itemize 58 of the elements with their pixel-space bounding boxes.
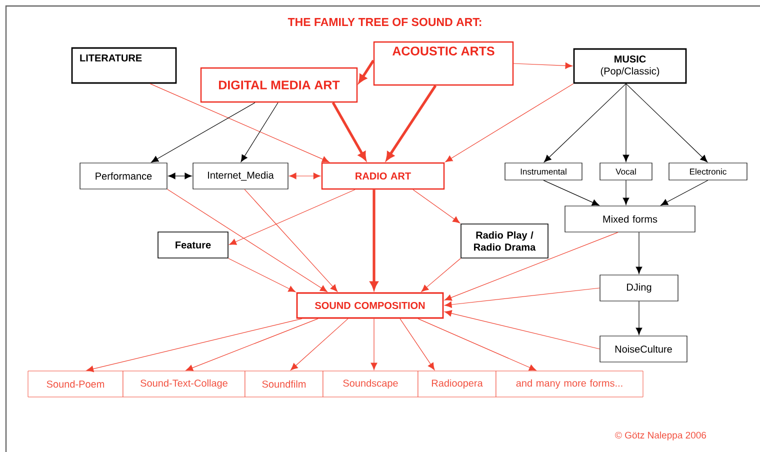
arrow xyxy=(444,310,600,350)
form-box: Sound-Text-Collage xyxy=(122,370,246,398)
arrow xyxy=(622,180,630,205)
title: THE FAMILY TREE OF SOUND ART: xyxy=(288,18,482,26)
arrow xyxy=(167,189,328,292)
arrow xyxy=(240,102,278,162)
arrow xyxy=(229,189,356,245)
arrow xyxy=(370,190,378,290)
arrow xyxy=(386,84,437,160)
arrow xyxy=(86,318,302,372)
arrow xyxy=(150,83,330,162)
arrow xyxy=(444,288,600,308)
arrow xyxy=(418,318,536,371)
arrow xyxy=(544,83,626,162)
category-box: DIGITAL MEDIA ART xyxy=(200,67,358,103)
category-box: Performance xyxy=(80,162,168,190)
form-box: Sound-Poem xyxy=(28,370,124,398)
arrow xyxy=(358,60,374,83)
arrow xyxy=(400,318,435,370)
form-box: Radioopera xyxy=(418,370,496,398)
arrow xyxy=(289,172,321,180)
arrow xyxy=(370,318,378,370)
category-box: Internet_Media xyxy=(192,162,288,190)
copyright-note: © Götz Naleppa 2006 xyxy=(615,432,706,440)
arrow xyxy=(513,62,573,69)
category-box: ACOUSTIC ARTS xyxy=(373,41,514,86)
arrow xyxy=(244,189,338,292)
arrow xyxy=(636,232,642,274)
category-box: Vocal xyxy=(600,162,652,180)
category-box: SOUND COMPOSITION xyxy=(296,292,444,319)
arrow xyxy=(228,258,296,292)
arrow xyxy=(445,83,574,162)
arrow xyxy=(151,102,256,162)
category-box: LITERATURE xyxy=(71,47,177,84)
form-box: Soundfilm xyxy=(244,370,324,398)
category-box: Feature xyxy=(158,232,228,258)
arrow xyxy=(660,180,708,206)
category-box: Mixed forms xyxy=(564,206,696,232)
category-box: Electronic xyxy=(668,162,748,180)
form-box: and many more forms... xyxy=(496,370,644,398)
arrow xyxy=(444,232,618,301)
category-box: DJing xyxy=(600,274,678,302)
category-box: RADIO ART xyxy=(321,162,445,190)
category-box: NoiseCulture xyxy=(600,336,688,362)
category-box: Radio Play / Radio Drama xyxy=(460,224,548,258)
arrow xyxy=(543,180,600,206)
arrow xyxy=(421,258,461,292)
arrow xyxy=(622,83,630,162)
arrow xyxy=(186,318,318,371)
arrow xyxy=(332,102,366,160)
arrow xyxy=(412,189,460,224)
arrow xyxy=(290,318,348,370)
category-box: MUSIC (Pop/Classic) xyxy=(573,48,687,84)
arrow xyxy=(626,83,708,162)
category-box: Instrumental xyxy=(504,162,582,180)
arrow xyxy=(168,172,192,180)
arrow xyxy=(636,301,642,335)
form-box: Soundscape xyxy=(322,370,418,398)
